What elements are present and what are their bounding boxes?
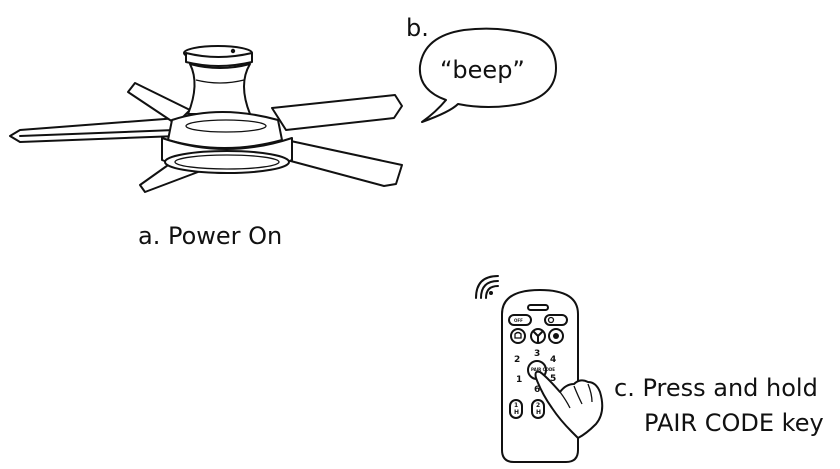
off-key (508, 314, 532, 326)
speed-key-1: 1 (516, 375, 522, 385)
wireless-signal-icon (475, 275, 499, 299)
timer-key-1h (509, 399, 523, 419)
ceiling-fan-icon (9, 45, 403, 193)
pressing-hand-icon (534, 370, 604, 439)
step-b-caption: b. (406, 14, 429, 42)
speech-bubble-icon: “beep” (418, 27, 557, 123)
speed-key-2: 2 (514, 355, 520, 365)
timer-key-2h (531, 399, 545, 419)
speed-key-4: 4 (550, 355, 556, 365)
speed-key-3: 3 (534, 349, 540, 359)
speed-key-5: 5 (550, 374, 556, 384)
light-key (510, 328, 526, 344)
step-c-caption-line2: PAIR CODE key (644, 409, 824, 437)
off-key-label: OFF (514, 318, 523, 323)
step-c-caption-line1: c. Press and hold (614, 374, 818, 402)
svg-text:2: 2 (536, 402, 540, 409)
power-icon (547, 316, 555, 324)
svg-text:1: 1 (514, 402, 518, 409)
svg-text:H: H (536, 409, 541, 416)
light-icon (514, 331, 522, 339)
svg-text:H: H (514, 409, 519, 416)
speed-key-6: 6 (534, 385, 540, 395)
step-a-caption: a. Power On (138, 222, 283, 250)
pair-code-key-label: PAIR CODE (531, 367, 555, 372)
speech-bubble-text: “beep” (440, 56, 525, 84)
fan-icon (532, 330, 544, 342)
